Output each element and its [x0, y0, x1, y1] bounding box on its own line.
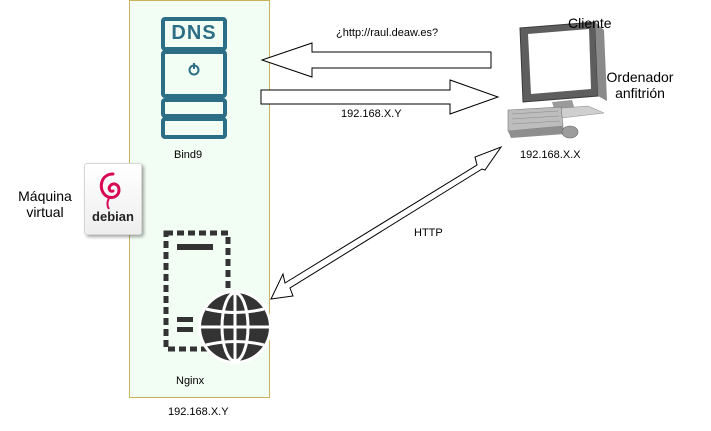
query-label: ¿http://raul.deaw.es? [336, 27, 439, 39]
query-arrow [260, 42, 492, 78]
dns-icon-text: DNS [171, 22, 217, 44]
debian-card: debian [84, 163, 142, 235]
debian-logo-icon [99, 172, 121, 210]
web-server-icon [163, 230, 272, 364]
nginx-label: Nginx [176, 375, 205, 387]
http-label: HTTP [414, 227, 443, 239]
client-label: Cliente [568, 15, 612, 31]
desktop-computer-icon [507, 21, 607, 139]
vm-label-line1: Máquina [18, 188, 72, 204]
host-label-line1: Ordenador [606, 69, 674, 85]
response-arrow [260, 79, 500, 115]
host-label-line2: anfitrión [615, 85, 665, 101]
dns-server-icon [161, 17, 227, 139]
vm-ip-label: 192.168.X.Y [168, 406, 229, 418]
bind9-label: Bind9 [174, 149, 203, 161]
debian-label: debian [92, 209, 134, 224]
vm-label-line2: virtual [26, 204, 64, 220]
client-ip-label: 192.168.X.X [520, 149, 581, 161]
http-double-arrow [270, 145, 503, 300]
response-ip-label: 192.168.X.Y [341, 108, 402, 120]
